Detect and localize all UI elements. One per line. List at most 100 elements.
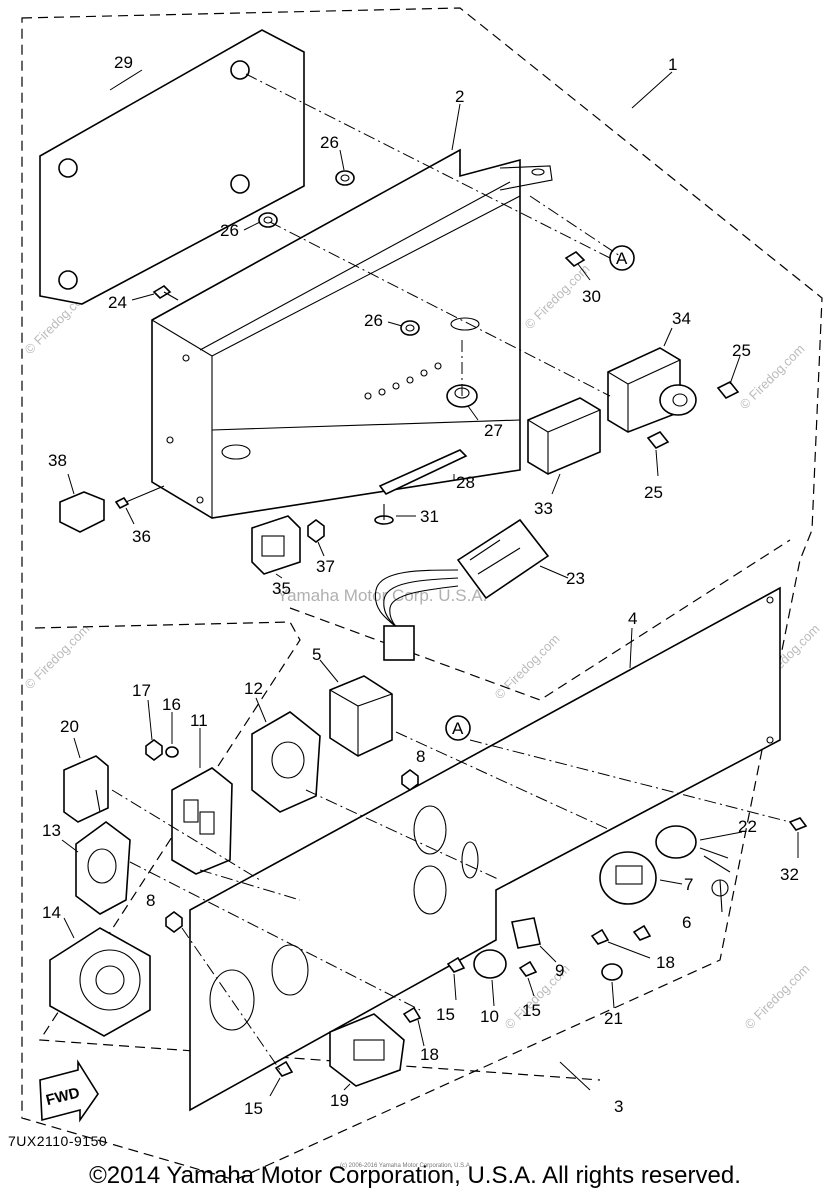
callouts: 1 2 3 4 5 6 7 8 8 9 10 11 12 13 14 15 15… — [42, 53, 799, 1118]
part-8-nut — [401, 769, 419, 791]
callout-26: 26 — [220, 221, 239, 240]
ref-marker-a: A — [445, 715, 471, 741]
callout-9: 9 — [555, 961, 564, 980]
tiny-credit: (c) 2006-2016 Yamaha Motor Corporation, … — [340, 1163, 472, 1169]
part-17-nut — [145, 739, 163, 761]
part-2-control-box — [151, 148, 553, 519]
part-21-fuse-cap — [601, 963, 623, 981]
alignment-lines — [111, 73, 791, 1071]
watermark-text: © Firedog.com — [492, 631, 563, 702]
copyright-notice: ©2014 Yamaha Motor Corporation, U.S.A. A… — [89, 1162, 741, 1189]
callout-32: 32 — [780, 865, 799, 884]
callout-26: 26 — [320, 133, 339, 152]
part-37-nut — [307, 519, 325, 543]
callout-18: 18 — [656, 953, 675, 972]
part-15-screw — [446, 956, 466, 973]
callout-13: 13 — [42, 821, 61, 840]
callout-15: 15 — [522, 1001, 541, 1020]
part-11-gfci-outlet — [171, 767, 233, 875]
callout-24: 24 — [108, 293, 127, 312]
part-18-screw — [590, 928, 610, 945]
callout-34: 34 — [672, 309, 691, 328]
assembly-4-boundary — [289, 539, 791, 701]
watermark-text: © Firedog.com — [22, 621, 93, 692]
callout-17: 17 — [132, 681, 151, 700]
callout-3: 3 — [614, 1097, 623, 1116]
fwd-arrow: FWD — [39, 1059, 99, 1123]
callout-30: 30 — [582, 287, 601, 306]
part-13-outlet — [75, 821, 131, 915]
callout-4: 4 — [628, 609, 637, 628]
part-26-grommet — [335, 170, 355, 186]
ref-marker-label: A — [452, 719, 464, 738]
part-7-meter — [599, 851, 657, 905]
ref-marker-label: A — [616, 249, 628, 268]
diagram-code: 7UX2110-9150 — [8, 1133, 108, 1149]
part-28-bracket — [378, 449, 468, 496]
part-23-wire-harness — [374, 518, 550, 661]
callout-8: 8 — [416, 747, 425, 766]
callout-11: 11 — [190, 711, 208, 730]
callout-31: 31 — [420, 507, 439, 526]
part-25-screw — [646, 430, 670, 450]
assembly-3-boundary — [34, 621, 601, 1081]
callout-8: 8 — [146, 891, 155, 910]
part-25-screw — [716, 380, 740, 400]
assembly-1-boundary — [21, 7, 823, 1181]
callout-28: 28 — [456, 473, 475, 492]
part-26-grommet — [400, 320, 420, 336]
callout-10: 10 — [480, 1007, 499, 1026]
part-36-screw — [114, 485, 165, 510]
callout-18: 18 — [420, 1045, 439, 1064]
callout-26: 26 — [364, 311, 383, 330]
callout-35: 35 — [272, 579, 291, 598]
callout-6: 6 — [682, 913, 691, 932]
part-26-grommet — [258, 212, 278, 228]
callout-23: 23 — [566, 569, 585, 588]
callout-38: 38 — [48, 451, 67, 470]
ref-marker-a: A — [609, 245, 635, 271]
callout-22: 22 — [738, 817, 757, 836]
callout-5: 5 — [312, 645, 321, 664]
callout-25: 25 — [644, 483, 663, 502]
part-32-screw — [788, 817, 808, 831]
part-9-pilot-lamp — [511, 917, 541, 949]
callout-27: 27 — [484, 421, 503, 440]
callout-25: 25 — [732, 341, 751, 360]
part-16-washer — [165, 746, 179, 758]
part-6-screw — [632, 924, 652, 941]
part-15-screw — [274, 1060, 294, 1077]
part-22-key-switch — [655, 825, 731, 913]
callout-16: 16 — [162, 695, 181, 714]
part-15-screw — [518, 960, 538, 977]
callout-20: 20 — [60, 717, 79, 736]
part-8-nut — [165, 911, 183, 933]
part-34-rectifier — [607, 347, 697, 433]
part-10-breaker — [473, 949, 507, 979]
part-33-module — [527, 397, 601, 475]
callout-33: 33 — [534, 499, 553, 518]
part-14-outlet — [49, 927, 151, 1037]
part-29-cover-plate — [39, 29, 305, 305]
callout-29: 29 — [114, 53, 133, 72]
callout-1: 1 — [668, 55, 677, 74]
part-30-screw — [564, 250, 586, 268]
part-20-switch — [63, 755, 109, 823]
part-5-relay — [329, 675, 393, 757]
callout-36: 36 — [132, 527, 151, 546]
callout-12: 12 — [244, 679, 263, 698]
callout-21: 21 — [604, 1009, 623, 1028]
callout-19: 19 — [330, 1091, 349, 1110]
watermark-text: © Firedog.com — [742, 961, 813, 1032]
part-4-front-panel — [189, 586, 781, 1112]
part-24-screw — [152, 284, 179, 301]
callout-15: 15 — [436, 1005, 455, 1024]
part-18-screw — [402, 1006, 422, 1023]
center-watermark: Yamaha Motor Corp. U.S.A. — [277, 586, 487, 605]
part-38-fuse-holder — [59, 491, 105, 533]
part-12-outlet — [251, 711, 321, 813]
callout-15: 15 — [244, 1099, 263, 1118]
callout-2: 2 — [455, 87, 464, 106]
vent-holes — [364, 362, 442, 400]
